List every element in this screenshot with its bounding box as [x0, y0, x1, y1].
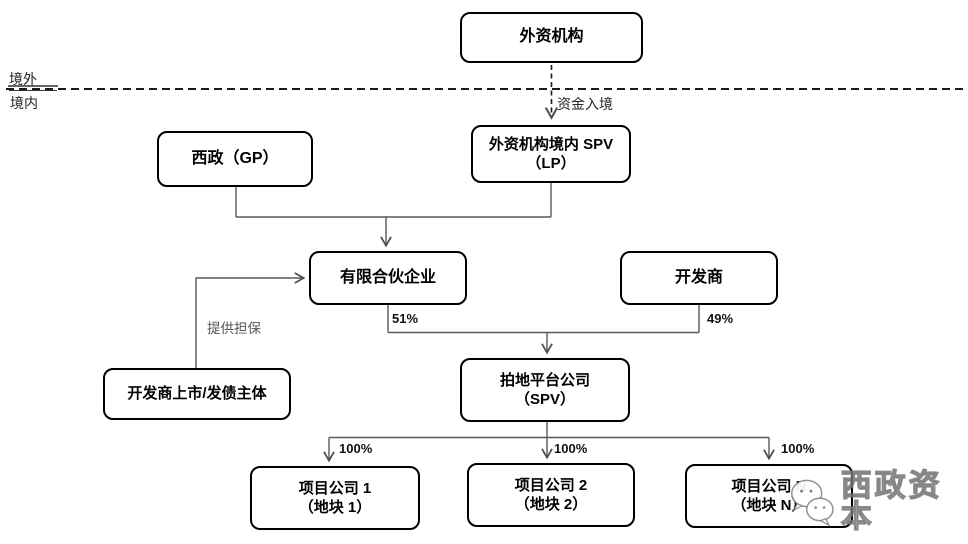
node-label-line2: （SPV）: [514, 391, 575, 408]
node-xizheng-gp: 西政（GP）: [157, 131, 313, 187]
edge-label-100pct-2: 100%: [554, 441, 588, 456]
node-developer-listed-entity: 开发商上市/发债主体: [103, 368, 291, 420]
node-foreign-spv-lp: 外资机构境内 SPV （LP）: [471, 125, 631, 183]
node-developer: 开发商: [620, 251, 778, 305]
node-label: 外资机构: [519, 28, 584, 46]
node-label-line2: （地块 1）: [298, 499, 372, 516]
edge-label-51pct: 51%: [392, 311, 419, 326]
region-label-domestic: 境内: [10, 95, 38, 111]
node-project-company-2: 项目公司 2 （地块 2）: [467, 463, 635, 527]
node-label-line2: （地块 N）: [731, 497, 807, 514]
node-label-line2: （LP）: [526, 155, 576, 172]
node-label: 开发商: [674, 268, 723, 286]
node-label: 西政（GP）: [191, 149, 279, 167]
node-label-line1: 项目公司 2: [514, 476, 588, 494]
node-project-company-1: 项目公司 1 （地块 1）: [250, 466, 420, 530]
edge-label-guarantee: 提供担保: [207, 321, 261, 336]
node-label: 有限合伙企业: [339, 268, 436, 286]
edge-label-100pct-n: 100%: [781, 441, 815, 456]
node-label-line1: 项目公司 1: [298, 479, 372, 497]
region-label-overseas: 境外: [9, 69, 57, 91]
node-label-line2: （地块 2）: [514, 496, 588, 513]
edge-label-100pct-1: 100%: [339, 441, 373, 456]
node-project-company-n: 项目公司 N （地块 N）: [685, 464, 853, 528]
node-land-platform-spv: 拍地平台公司 （SPV）: [460, 358, 630, 422]
edge-label-capital-entry: 资金入境: [557, 96, 613, 112]
node-limited-partnership: 有限合伙企业: [309, 251, 467, 305]
node-foreign-institution: 外资机构: [460, 12, 643, 63]
node-label: 开发商上市/发债主体: [127, 385, 267, 403]
node-label-line1: 外资机构境内 SPV: [488, 135, 614, 153]
node-label-line1: 拍地平台公司: [499, 371, 590, 389]
node-label-line1: 项目公司 N: [731, 477, 807, 495]
edge-label-49pct: 49%: [707, 311, 734, 326]
